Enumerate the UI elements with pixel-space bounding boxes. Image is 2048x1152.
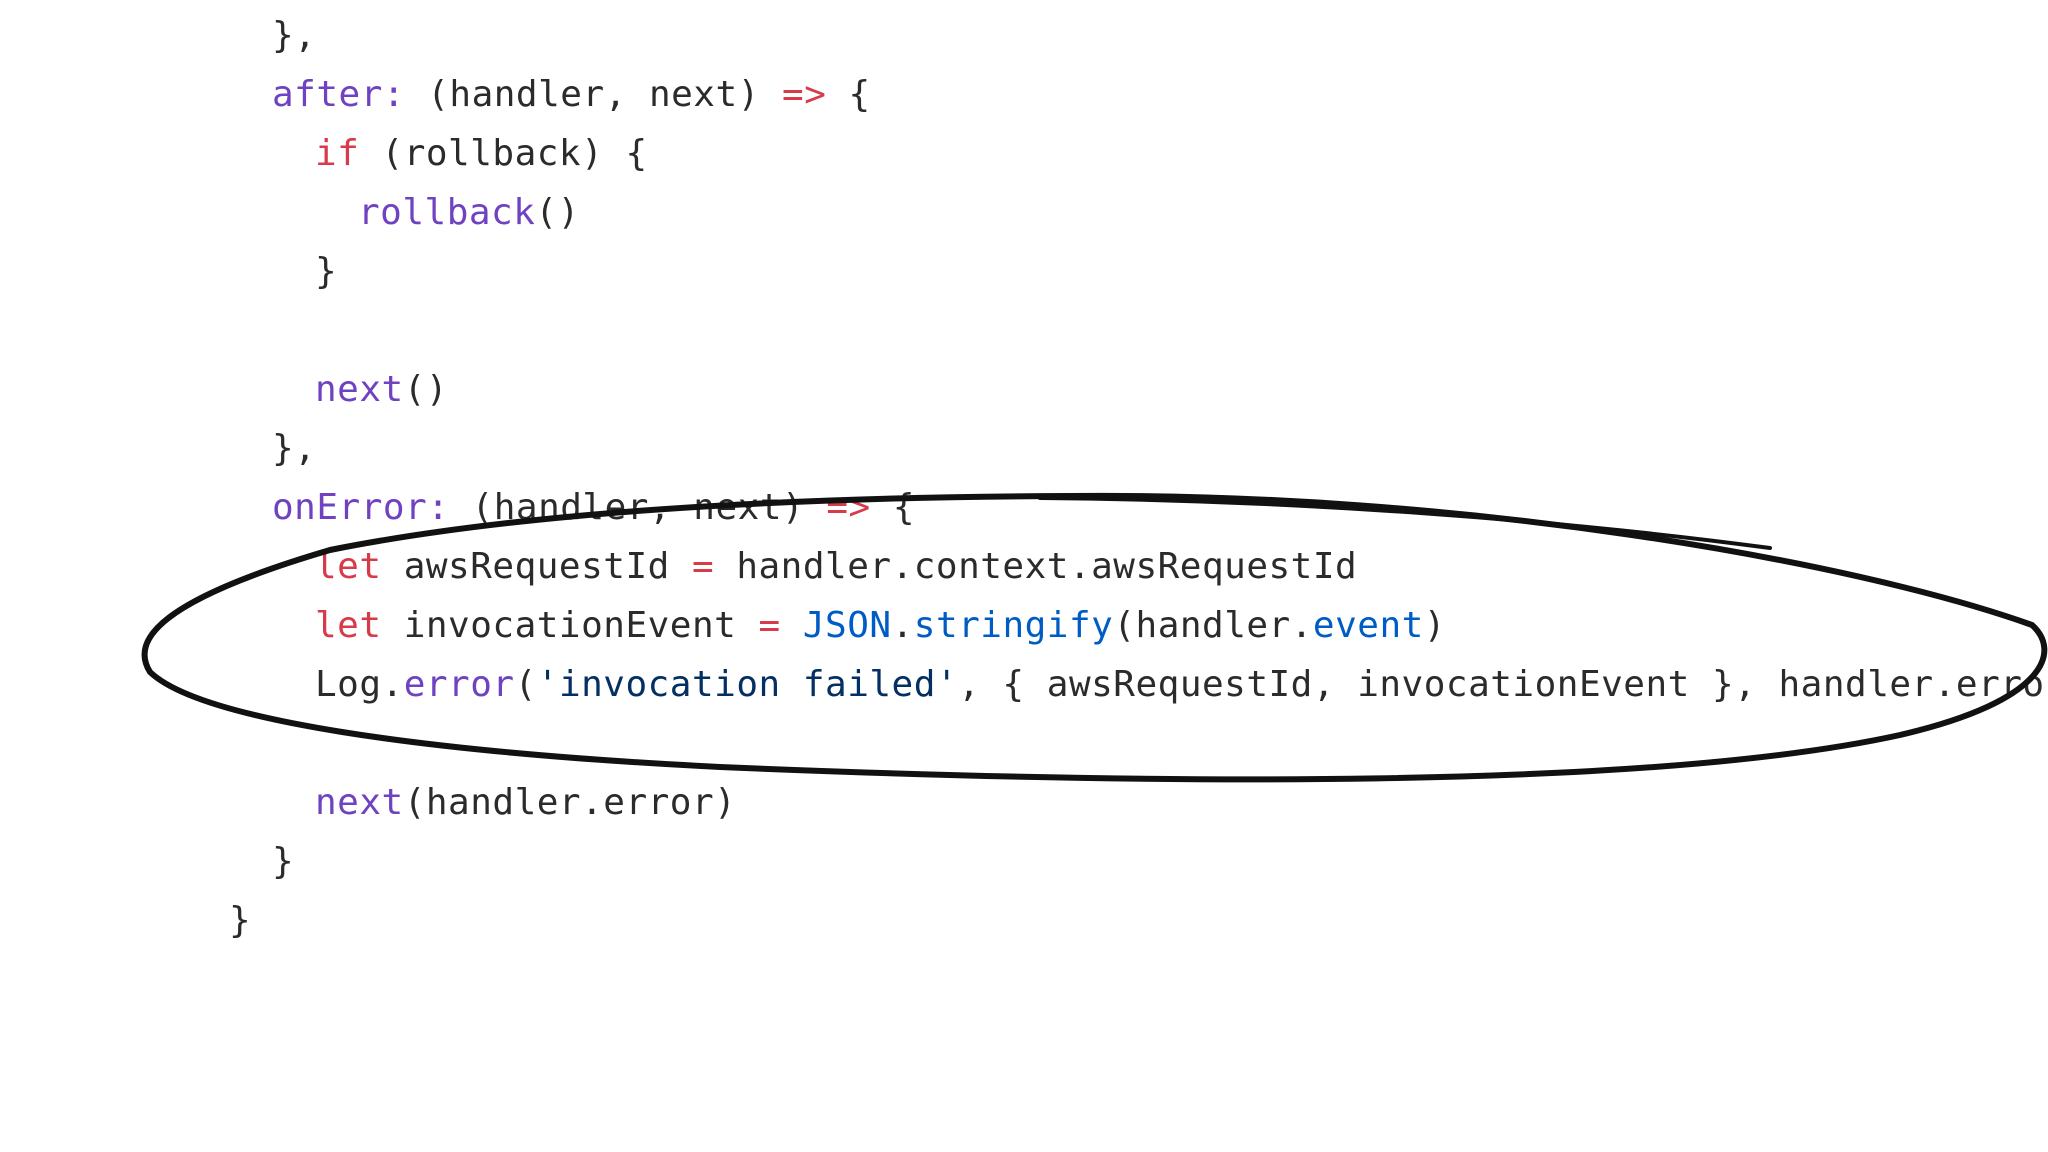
code-token: => [782,74,827,115]
code-token: (handler, next) [405,74,783,115]
code-token: if [315,133,360,174]
code-line: let invocationEvent = JSON.stringify(han… [315,598,1446,654]
code-token: } [315,251,338,292]
code-token: (handler. [1113,605,1313,646]
code-token: ( [514,664,537,705]
code-token: => [826,487,871,528]
code-line: } [272,834,294,890]
code-token: event [1312,605,1424,646]
code-token: (handler, next) [449,487,827,528]
code-token: next [315,782,404,823]
code-token: { [870,487,916,528]
code-line: } [229,893,251,949]
code-token: = [691,546,715,587]
code-line: next() [315,362,448,418]
code-token: 'invocation failed' [536,664,959,705]
code-token: } [272,841,295,882]
code-token [781,605,803,646]
code-token: = [758,605,781,646]
code-token: stringify [913,605,1114,646]
code-token: after: [272,74,406,115]
code-token: rollback [358,192,536,233]
code-token: let [315,546,382,587]
code-token: }, [272,15,317,56]
code-token: awsRequestId [381,546,692,587]
code-token: onError: [272,487,450,528]
code-token: error [403,664,515,705]
code-token: Log. [315,664,404,705]
code-token: handler.context.awsRequestId [714,546,1358,587]
code-token: let [315,605,382,646]
code-token: . [891,605,914,646]
code-line: onError: (handler, next) => { [272,480,915,536]
code-token: invocationEvent [381,605,759,646]
code-token: { [826,74,871,115]
code-line: let awsRequestId = handler.context.awsRe… [315,539,1357,595]
code-token: JSON [802,605,892,646]
code-line: } [315,244,337,300]
code-line: next(handler.error) [315,775,736,831]
code-token: (rollback) { [359,133,648,174]
code-line: after: (handler, next) => { [272,67,871,123]
code-line: rollback() [358,185,580,241]
code-token: () [535,192,580,233]
code-token: () [403,369,449,410]
code-line: }, [272,421,316,477]
code-token: next [315,369,404,410]
code-token: } [229,900,252,941]
code-line: if (rollback) { [315,126,648,182]
code-token: , { awsRequestId, invocationEvent }, han… [958,664,2048,705]
code-token: ) [1423,605,1446,646]
code-line: }, [272,8,316,64]
code-token: }, [272,428,317,469]
code-line: Log.error('invocation failed', { awsRequ… [315,657,2048,713]
code-token: (handler.error) [403,782,737,823]
